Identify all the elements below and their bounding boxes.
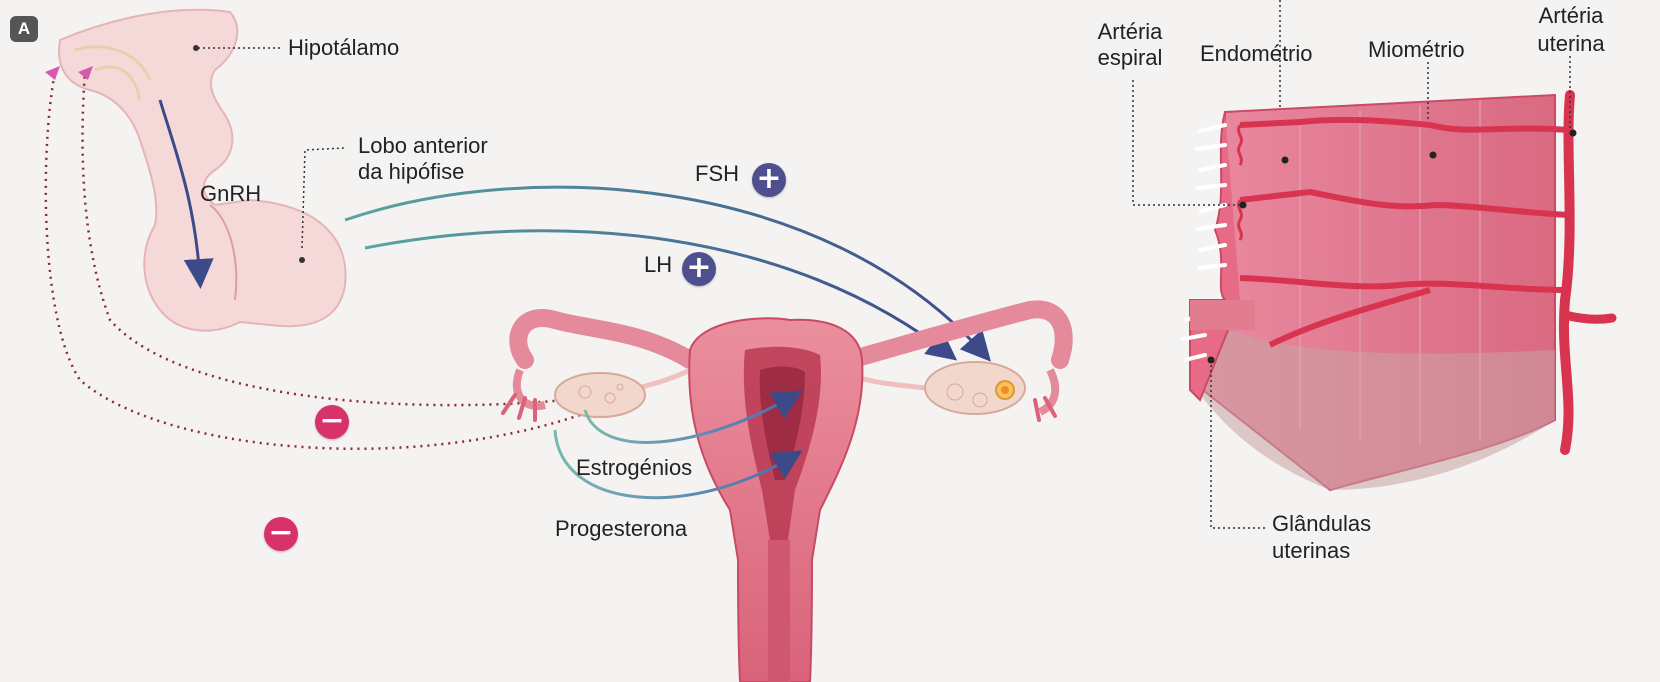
lh-plus-icon: +	[682, 252, 716, 286]
spiral-artery-label-line1: Artéria	[1097, 19, 1163, 44]
leader-lines	[1132, 0, 1571, 529]
uterine-artery	[1237, 90, 1617, 455]
fsh-label: FSH	[695, 161, 739, 186]
uterine-artery-label-line1: Artéria	[1538, 3, 1604, 28]
uterine-artery-label-line2: uterina	[1537, 31, 1605, 56]
lh-arrow	[364, 229, 958, 361]
pituitary-gland	[58, 8, 347, 332]
myometrium-label: Miométrio	[1368, 37, 1465, 62]
progesterone-arrow	[553, 429, 803, 500]
left-ovary	[554, 372, 646, 418]
uterine-glands-label-line1: Glândulas	[1272, 511, 1372, 536]
panel-label: A	[10, 16, 38, 42]
anterior-pituitary-label-line2: da hipófise	[358, 159, 465, 184]
lh-label: LH	[644, 252, 673, 277]
hypothalamus-label: Hipotálamo	[288, 35, 400, 60]
fsh-plus-icon: +	[752, 163, 786, 197]
estrogen-label: Estrogénios	[576, 455, 693, 480]
uterine-glands-label-line2: uterinas	[1272, 538, 1351, 563]
gnrh-label: GnRH	[200, 181, 262, 206]
leader-dots	[1207, 129, 1577, 364]
right-ovary	[924, 361, 1026, 415]
fsh-arrow	[344, 185, 991, 362]
progesterone-label: Progesterona	[555, 516, 688, 541]
spiral-artery-label-line2: espiral	[1097, 45, 1163, 70]
estrogen-arrow	[583, 390, 803, 444]
feedback-lines	[44, 66, 611, 450]
endometrium-label: Endométrio	[1200, 41, 1313, 66]
feedback-minus-icon-lower: −	[264, 517, 298, 551]
feedback-minus-icon-upper: −	[315, 405, 349, 439]
anterior-pituitary-label-line1: Lobo anterior	[358, 133, 488, 158]
